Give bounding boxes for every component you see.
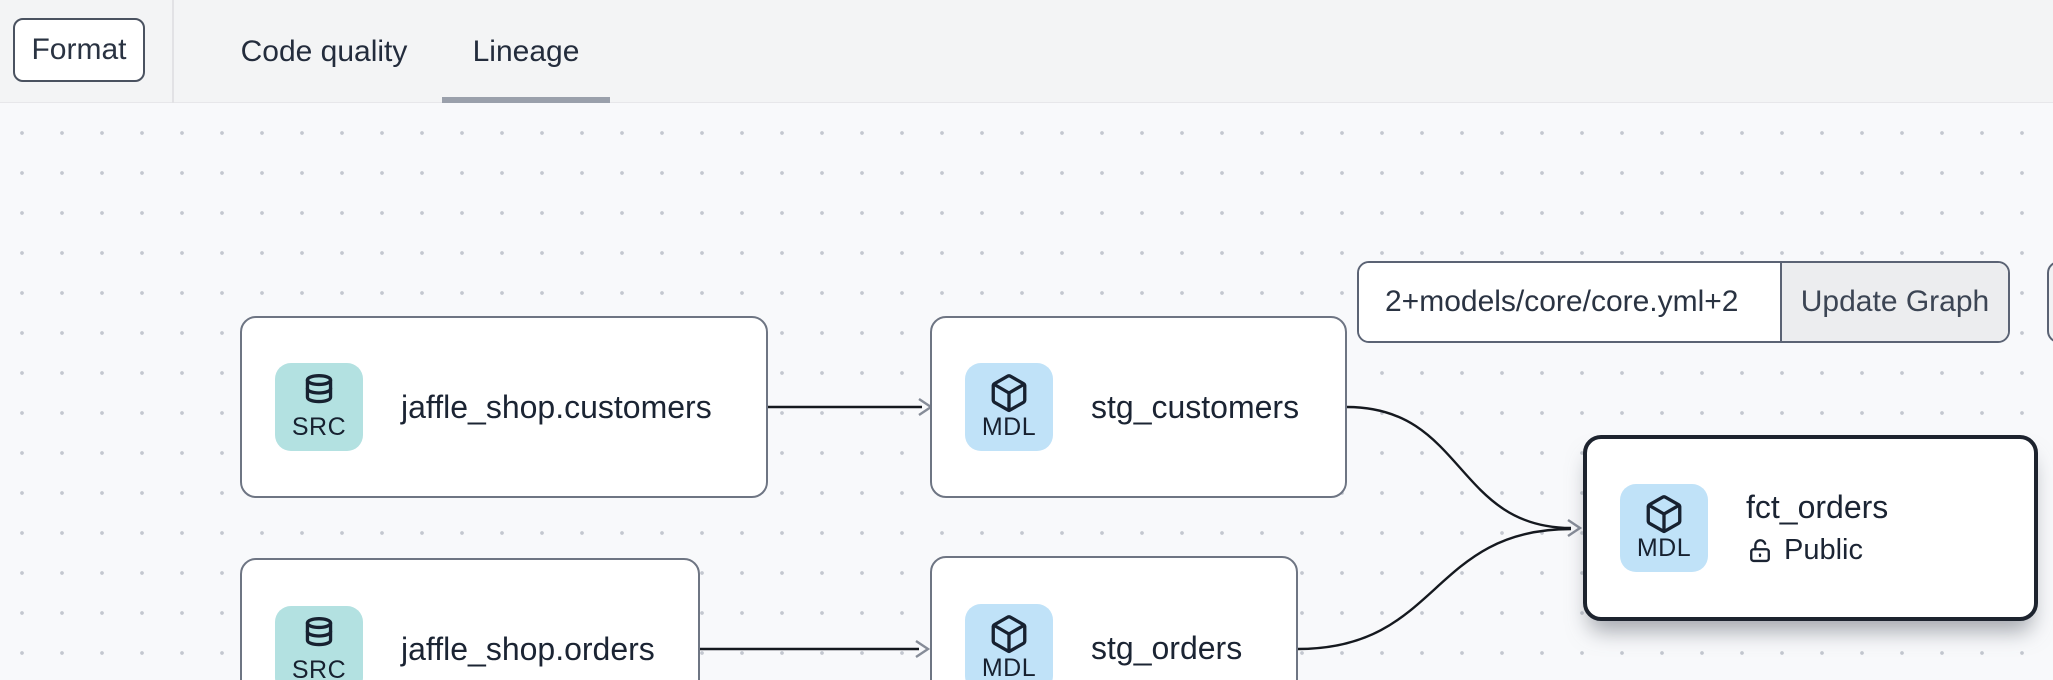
active-tab-indicator [442, 97, 610, 103]
model-badge: MDL [1620, 484, 1708, 572]
cube-icon [1646, 495, 1682, 534]
editor-toolbar: Format Code quality Lineage [0, 0, 2053, 103]
node-model-stg-customers[interactable]: MDL stg_customers [930, 316, 1347, 498]
edge [1346, 405, 1572, 530]
node-source-jaffle-shop-customers[interactable]: SRC jaffle_shop.customers [240, 316, 768, 498]
edge-arrowhead-icon [915, 640, 931, 658]
node-type-label: MDL [981, 413, 1037, 441]
tab-lineage[interactable]: Lineage [442, 0, 610, 103]
node-type-label: MDL [981, 654, 1037, 680]
tab-label: Code quality [240, 34, 408, 68]
update-graph-button[interactable]: Update Graph [1780, 263, 2008, 341]
source-badge: SRC [275, 605, 363, 680]
toolbar-divider [172, 0, 174, 103]
tab-code-quality[interactable]: Code quality [223, 0, 425, 103]
clipped-right-edge-button[interactable] [2047, 261, 2053, 343]
edge [1297, 527, 1572, 651]
node-type-label: SRC [291, 655, 347, 680]
tab-label: Lineage [472, 34, 580, 68]
cube-icon [991, 615, 1027, 654]
node-access: Public [1746, 534, 1888, 567]
node-label: stg_customers [1091, 388, 1300, 425]
lineage-canvas[interactable]: SRC jaffle_shop.customers MDL stg_custom… [0, 103, 2053, 680]
node-type-label: SRC [291, 413, 347, 441]
node-label: fct_orders [1746, 489, 1889, 525]
model-selector-group: Update Graph [1357, 261, 2010, 343]
unlock-icon [1750, 538, 1770, 562]
node-label: stg_orders [1091, 629, 1243, 666]
cube-icon [991, 374, 1027, 413]
database-icon [305, 374, 333, 404]
edge-arrowhead-icon [1567, 519, 1583, 537]
node-type-label: MDL [1636, 534, 1692, 562]
format-button[interactable]: Format [13, 18, 145, 82]
model-selector-input[interactable] [1359, 263, 1780, 341]
node-model-fct-orders[interactable]: MDL fct_orders Public [1583, 435, 2038, 621]
node-source-jaffle-shop-orders[interactable]: SRC jaffle_shop.orders [240, 558, 700, 680]
node-access-label: Public [1784, 534, 1863, 566]
model-badge: MDL [965, 604, 1053, 680]
model-badge: MDL [965, 363, 1053, 451]
node-model-stg-orders[interactable]: MDL stg_orders [930, 556, 1298, 680]
node-label: jaffle_shop.orders [401, 631, 655, 667]
node-title-block: fct_orders Public [1746, 489, 1888, 567]
source-badge: SRC [275, 363, 363, 451]
database-icon [305, 616, 333, 646]
node-label: jaffle_shop.customers [401, 388, 712, 425]
